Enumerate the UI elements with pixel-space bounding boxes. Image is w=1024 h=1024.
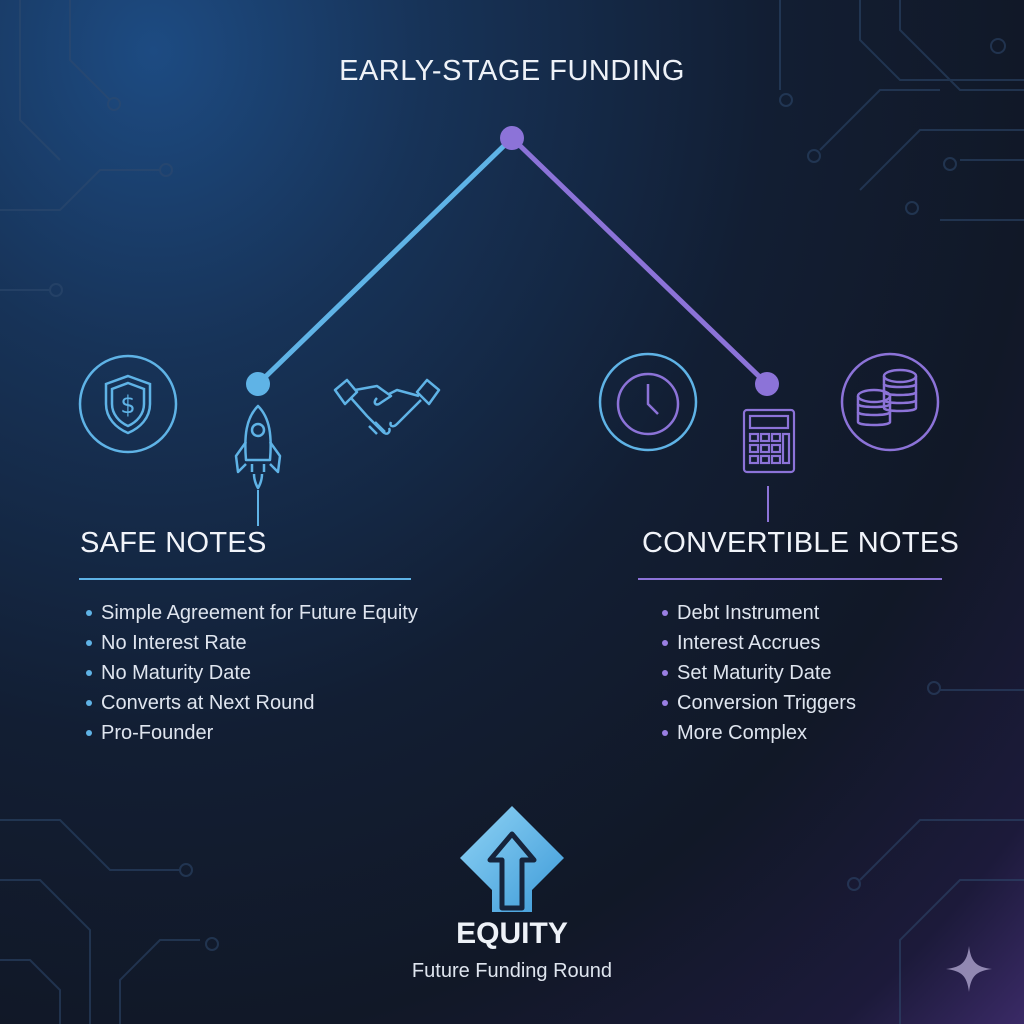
up-arrow-diamond-icon [458,804,566,914]
shield-dollar-icon: $ [78,354,178,454]
bullet [662,730,668,736]
convertible-notes-title: CONVERTIBLE NOTES [642,527,960,559]
rocket-icon [230,402,286,492]
svg-text:$: $ [120,391,135,419]
bullet [662,610,668,616]
list-item-text: Interest Accrues [677,632,821,654]
bullet [86,670,92,676]
convertible-branch-line [509,135,770,387]
safe-branch-line [255,135,515,387]
list-item-text: More Complex [677,722,808,744]
list-item: More Complex [662,718,856,748]
list-item: Interest Accrues [662,628,856,658]
convertible-node [755,372,779,396]
clock-icon [598,352,698,452]
safe-notes-title: SAFE NOTES [80,527,267,559]
list-item: No Maturity Date [86,658,418,688]
calculator-icon [742,408,796,474]
sparkle-icon [944,944,994,994]
safe-node [246,372,270,396]
list-item-text: No Maturity Date [101,662,252,684]
bullet [662,700,668,706]
bullet [86,730,92,736]
bullet [86,610,92,616]
equity-subtitle: Future Funding Round [411,960,613,982]
handshake-icon [333,376,441,438]
convertible-notes-divider [638,578,942,580]
coins-icon [840,352,940,452]
list-item: Debt Instrument [662,598,856,628]
convertible-notes-list: Debt Instrument Interest Accrues Set Mat… [662,598,856,748]
list-item-text: No Interest Rate [101,632,247,654]
list-item: Converts at Next Round [86,688,418,718]
list-item: No Interest Rate [86,628,418,658]
list-item-text: Debt Instrument [677,602,820,624]
list-item-text: Conversion Triggers [677,692,856,714]
list-item-text: Pro-Founder [101,722,214,744]
safe-notes-divider [79,578,411,580]
safe-notes-list: Simple Agreement for Future Equity No In… [86,598,418,748]
list-item: Set Maturity Date [662,658,856,688]
bullet [662,640,668,646]
bullet [86,700,92,706]
list-item: Simple Agreement for Future Equity [86,598,418,628]
equity-title: EQUITY [456,917,568,950]
bullet [662,670,668,676]
list-item: Conversion Triggers [662,688,856,718]
list-item: Pro-Founder [86,718,418,748]
bullet [86,640,92,646]
root-node [500,126,524,150]
list-item-text: Set Maturity Date [677,662,832,684]
list-item-text: Converts at Next Round [101,692,315,714]
list-item-text: Simple Agreement for Future Equity [101,602,418,624]
diagram-title: EARLY-STAGE FUNDING [339,55,685,87]
